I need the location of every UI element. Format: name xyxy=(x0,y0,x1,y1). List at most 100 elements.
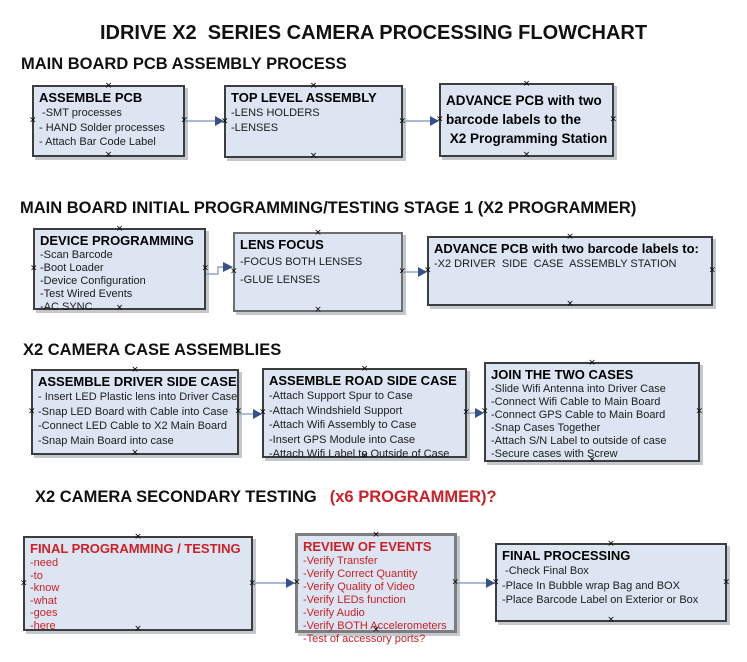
box-item: -to xyxy=(30,569,43,582)
box-item: -Slide Wifi Antenna into Driver Case xyxy=(491,383,666,395)
box-item: -Boot Loader xyxy=(40,262,104,274)
connection-point-icon: × xyxy=(314,228,322,238)
section-heading-case-assemblies: X2 CAMERA CASE ASSEMBLIES xyxy=(23,341,282,359)
flow-arrow-icon xyxy=(457,578,495,588)
connection-point-icon: × xyxy=(131,448,139,458)
box-item: -SMT processes xyxy=(39,107,122,119)
connection-point-icon: × xyxy=(131,365,139,375)
connection-point-icon: × xyxy=(30,263,38,274)
box-title: LENS FOCUS xyxy=(240,237,324,252)
box-title-line: ADVANCE PCB with two xyxy=(446,93,602,108)
box-item: -GLUE LENSES xyxy=(240,274,321,286)
flow-box-join-the-two-cases: JOIN THE TWO CASES-Slide Wifi Antenna in… xyxy=(481,359,703,465)
box-item: -Device Configuration xyxy=(40,275,146,287)
connection-point-icon: × xyxy=(115,303,124,313)
connection-point-icon: × xyxy=(104,150,113,160)
connection-point-icon: × xyxy=(522,150,531,160)
box-item: -know xyxy=(30,582,60,594)
connection-point-icon: × xyxy=(259,407,267,418)
connection-point-icon: × xyxy=(115,224,124,234)
box-title: JOIN THE TWO CASES xyxy=(491,367,634,382)
flow-box-final-processing: FINAL PROCESSING -Check Final Box-Place … xyxy=(492,540,730,625)
connection-point-icon: × xyxy=(451,577,459,588)
section-heading-secondary-testing: X2 CAMERA SECONDARY TESTING(x6 PROGRAMME… xyxy=(35,488,497,507)
connection-point-icon: × xyxy=(221,116,229,126)
box-item: - Attach Bar Code Label xyxy=(39,136,156,148)
box-title: ADVANCE PCB with two barcode labels to: xyxy=(434,241,699,256)
connection-point-icon: × xyxy=(28,406,36,417)
section-heading-x6-programmer: (x6 PROGRAMMER)? xyxy=(329,488,497,506)
connection-point-icon: × xyxy=(722,577,730,587)
flow-arrow-icon xyxy=(239,409,262,419)
box-item: -Check Final Box xyxy=(502,565,589,577)
box-item: -Verify Correct Quantity xyxy=(303,568,418,580)
box-item: -Attach Wifi Assembly to Case xyxy=(269,419,417,431)
connection-point-icon: × xyxy=(360,364,369,374)
box-item: -X2 DRIVER SIDE CASE ASSEMBLY STATION xyxy=(434,258,677,270)
box-item: - Insert LED Plastic lens into Driver Ca… xyxy=(38,391,238,403)
page-title: IDRIVE X2 SERIES CAMERA PROCESSING FLOWC… xyxy=(99,22,648,44)
box-item: -Verify Quality of Video xyxy=(303,581,415,593)
connection-point-icon: × xyxy=(360,451,369,461)
connection-point-icon: × xyxy=(20,578,28,588)
box-item: -need xyxy=(30,557,59,569)
connection-point-icon: × xyxy=(230,266,238,277)
flow-arrow-icon xyxy=(253,578,295,588)
connection-point-icon: × xyxy=(134,624,142,634)
flow-arrow-icon xyxy=(403,116,439,126)
box-item: -Connect Wifi Cable to Main Board xyxy=(491,396,661,408)
section-heading-pcb-assembly: MAIN BOARD PCB ASSEMBLY PROCESS xyxy=(21,55,347,73)
box-item: -LENS HOLDERS xyxy=(231,107,320,119)
connection-point-icon: × xyxy=(180,115,188,126)
box-title: ASSEMBLE DRIVER SIDE CASE xyxy=(38,374,237,389)
flow-arrow-icon xyxy=(185,116,224,126)
connection-point-icon: × xyxy=(695,406,703,417)
connection-point-icon: × xyxy=(566,299,574,309)
box-item: -Verify Transfer xyxy=(303,555,378,567)
box-title: ASSEMBLE ROAD SIDE CASE xyxy=(269,373,457,388)
box-item: -Test of accessory ports? xyxy=(303,633,426,645)
box-item: -Place Barcode Label on Exterior or Box xyxy=(502,594,699,606)
box-item: -LENSES xyxy=(231,121,279,134)
box-item: -Attach Windshield Support xyxy=(269,404,403,417)
box-item: - HAND Solder processes xyxy=(39,121,165,134)
connection-point-icon: × xyxy=(372,530,380,540)
box-item: -here xyxy=(30,619,56,632)
connection-point-icon: × xyxy=(492,577,500,587)
box-item: -Place In Bubble wrap Bag and BOX xyxy=(502,579,680,592)
box-item: -Verify Audio xyxy=(303,607,365,619)
connection-point-icon: × xyxy=(588,455,596,465)
box-item: -Snap Cases Together xyxy=(491,422,601,434)
connection-point-icon: × xyxy=(424,265,432,276)
flow-arrow-icon xyxy=(467,408,484,418)
box-item: -Connect GPS Cable to Main Board xyxy=(491,409,666,421)
connection-point-icon: × xyxy=(309,81,318,91)
connection-point-icon: × xyxy=(481,406,489,417)
flow-box-lens-focus: LENS FOCUS-FOCUS BOTH LENSES-GLUE LENSES… xyxy=(230,228,406,315)
connection-point-icon: × xyxy=(104,81,113,91)
box-item: -Attach Wifi Label to Outside of Case xyxy=(269,448,450,460)
box-item: -Attach Support Spur to Case xyxy=(269,390,413,402)
flow-arrow-icon xyxy=(206,262,233,275)
flow-arrow-icon xyxy=(403,267,427,277)
flow-box-final-programming-testing: FINAL PROGRAMMING / TESTING-need-to-know… xyxy=(20,533,256,634)
box-item: -Snap Main Board into case xyxy=(38,434,174,447)
flow-box-device-programming: DEVICE PROGRAMMING-Scan Barcode-Boot Loa… xyxy=(30,224,209,314)
box-title-line: X2 Programming Station xyxy=(446,131,608,146)
box-item: -what xyxy=(30,594,57,607)
box-item: -Insert GPS Module into Case xyxy=(269,433,416,446)
flow-box-top-level-assembly: TOP LEVEL ASSEMBLY-LENS HOLDERS-LENSES××… xyxy=(221,81,406,161)
box-item: -Verify LEDs function xyxy=(303,594,406,606)
connection-point-icon: × xyxy=(609,114,617,125)
flow-box-assemble-pcb: ASSEMBLE PCB -SMT processes- HAND Solder… xyxy=(29,81,188,160)
box-item: -Attach S/N Label to outside of case xyxy=(491,435,667,447)
connection-point-icon: × xyxy=(398,266,406,277)
box-title: TOP LEVEL ASSEMBLY xyxy=(231,90,377,105)
connection-point-icon: × xyxy=(607,615,615,625)
box-title-line: barcode labels to the xyxy=(446,112,582,127)
connection-point-icon: × xyxy=(234,406,242,417)
connection-point-icon: × xyxy=(293,577,301,588)
box-item: -Snap LED Board with Cable into Case xyxy=(38,405,229,418)
connection-point-icon: × xyxy=(248,578,256,588)
